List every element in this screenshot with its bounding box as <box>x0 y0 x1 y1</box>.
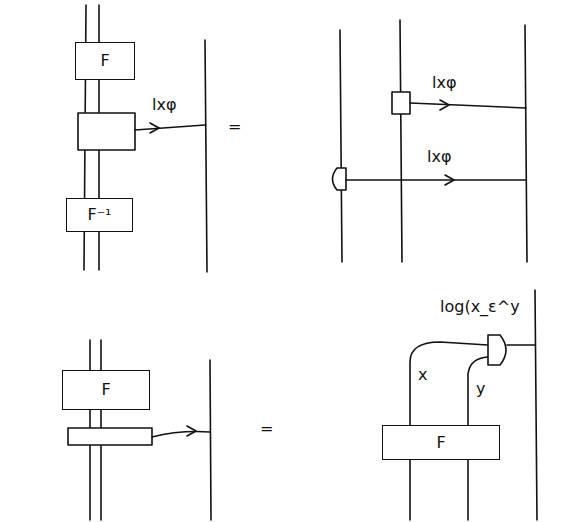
strand <box>525 25 527 262</box>
empty-box <box>78 113 135 150</box>
wire-label: log(x_ε^y <box>438 298 522 316</box>
strand <box>400 20 402 262</box>
wire-label: y <box>474 380 487 398</box>
strand <box>210 360 211 520</box>
arrowhead <box>440 100 449 110</box>
function-box: F⁻¹ <box>66 198 133 232</box>
wire-label: lxφ <box>150 96 178 114</box>
wire <box>152 432 210 437</box>
empty-box <box>68 428 152 445</box>
strand <box>535 290 537 520</box>
d-shape <box>488 335 506 365</box>
wire <box>507 344 535 346</box>
equals-sign: = <box>226 118 243 136</box>
box-label: F <box>101 381 110 399</box>
empty-box <box>392 92 410 114</box>
equals-sign: = <box>258 420 275 438</box>
wire <box>346 179 526 181</box>
strand <box>340 30 342 262</box>
function-box: F <box>75 42 135 80</box>
wire <box>410 103 526 108</box>
function-box: F <box>62 370 150 410</box>
box-label: F <box>436 434 445 452</box>
arrowhead <box>150 123 159 133</box>
arrowhead <box>187 426 196 436</box>
strand <box>205 40 207 272</box>
box-label: F⁻¹ <box>87 206 111 224</box>
box-label: F <box>100 52 109 70</box>
wire-label: lxφ <box>430 74 458 92</box>
wire-label: x <box>416 366 429 384</box>
d-shape <box>333 168 347 190</box>
arrowhead <box>445 175 454 185</box>
wire-label: lxφ <box>425 148 453 166</box>
wire <box>135 125 205 130</box>
function-box: F <box>382 425 500 460</box>
